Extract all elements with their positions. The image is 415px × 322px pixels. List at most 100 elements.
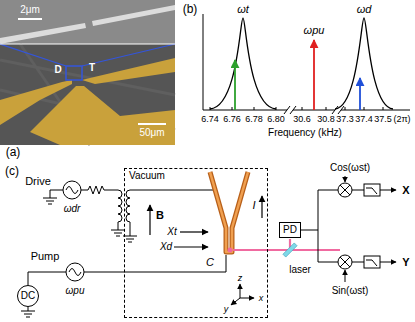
- panel-label: (c): [5, 165, 19, 179]
- drive-circuit: [81, 186, 118, 194]
- lock-in-demodulation: [345, 270, 346, 282]
- panel-label: (a): [6, 146, 21, 160]
- sem-inset: [18, 18, 42, 20]
- scale-label: 50μm: [139, 127, 164, 139]
- spectrum-axes: [203, 14, 410, 114]
- field-and-motion-arrows: [149, 205, 150, 235]
- frequency-arrows: [359, 78, 361, 110]
- resonance-peaks: [210, 18, 393, 109]
- unit-label: (2π): [393, 114, 410, 124]
- frequency-label: ωdr: [64, 203, 81, 215]
- field-and-motion-arrows: [150, 196, 262, 247]
- coordinate-axes: [231, 298, 240, 305]
- output-label: Y: [402, 256, 409, 269]
- lock-in-demodulation: [380, 190, 396, 191]
- pump-circuit: [21, 307, 35, 317]
- field-and-motion-arrows: [174, 246, 208, 247]
- displacement-label: Xt: [167, 226, 176, 238]
- resonance-peaks: [210, 18, 276, 109]
- optical-micrograph: [0, 44, 175, 66]
- tick-label: 37.5: [374, 114, 392, 124]
- tick-label: 6.76: [223, 114, 241, 124]
- frequency-arrows: [234, 60, 236, 110]
- lock-in-demodulation: [340, 185, 350, 195]
- laser-optics: [228, 239, 341, 257]
- lock-in-demodulation: [364, 184, 380, 196]
- coordinate-axes: [240, 298, 254, 299]
- tick-label: 6.78: [245, 114, 263, 124]
- lock-in-demodulation: [338, 183, 352, 197]
- laser-optics: [283, 243, 297, 257]
- tick-label: 37.4: [355, 114, 373, 124]
- axis-label: z: [238, 273, 243, 283]
- drive-circuit: [111, 190, 125, 236]
- sem-inset: [0, 23, 86, 44]
- scale-label: 2μm: [20, 4, 40, 16]
- resonator-electrodes: [210, 172, 248, 252]
- displacement-label: Xd: [160, 241, 172, 253]
- frequency-label: ωpu: [304, 24, 325, 37]
- vacuum-chamber: Vacuum: [124, 168, 268, 318]
- lock-in-demodulation: [366, 260, 377, 266]
- resonance-peaks: [335, 18, 393, 109]
- field-and-motion-arrows: [180, 231, 208, 232]
- optical-micrograph: [66, 66, 82, 80]
- spectrum-axes: [203, 14, 204, 110]
- resonator-electrodes: [210, 172, 248, 252]
- beam-label: laser: [289, 264, 311, 276]
- pump-circuit: [28, 272, 66, 285]
- drive-circuit: [43, 190, 63, 204]
- frequency-label: ωt: [237, 3, 249, 16]
- coordinate-axes: [231, 284, 254, 305]
- pump-circuit: [84, 255, 226, 272]
- source-label: Drive: [25, 175, 51, 188]
- field-and-motion-arrows: [261, 196, 262, 218]
- spectrum-axes: [210, 107, 383, 110]
- lock-in-demodulation: [340, 257, 350, 267]
- lock-in-demodulation: [338, 255, 352, 269]
- drive-circuit: [63, 181, 81, 199]
- lock-in-demodulation: [301, 176, 396, 282]
- tick-label: 30.8: [317, 114, 335, 124]
- optical-micrograph: [138, 123, 166, 125]
- output-label: X: [402, 184, 409, 197]
- tick-label: 6.74: [201, 114, 219, 124]
- node-text: PD: [283, 224, 297, 236]
- sem-inset: [0, 0, 175, 44]
- node-text: Vacuum: [129, 170, 165, 182]
- optical-micrograph: [0, 44, 175, 145]
- device-label: T: [89, 62, 95, 74]
- optical-micrograph: [82, 58, 175, 84]
- resonator-electrodes: [210, 172, 248, 252]
- frequency-label: ωpu: [66, 285, 85, 297]
- sem-inset: [0, 0, 175, 44]
- lock-in-demodulation: [364, 256, 380, 268]
- pump-circuit: [66, 263, 84, 281]
- reference-label: Cos(ωst): [330, 162, 370, 174]
- drive-circuit: [123, 190, 215, 242]
- laser-optics: [228, 248, 233, 253]
- capacitor-label: C: [206, 256, 214, 269]
- optical-micrograph: [0, 44, 175, 145]
- lock-in-demodulation: [301, 190, 338, 262]
- optical-micrograph: [30, 86, 175, 145]
- field-label: B: [156, 209, 164, 222]
- spectrum-axes: [203, 110, 410, 111]
- sem-inset: [92, 5, 175, 26]
- axis-label: y: [224, 304, 229, 314]
- tick-label: 37.3: [336, 114, 354, 124]
- frequency-arrows: [235, 40, 360, 110]
- coordinate-axes: [240, 284, 241, 298]
- tick-label: 6.80: [267, 114, 285, 124]
- photodetector-box: PD: [279, 222, 301, 238]
- source-label: Pump: [31, 250, 60, 263]
- dc-source-circle: DC: [17, 285, 39, 307]
- frequency-label: ωd: [357, 3, 372, 16]
- node-text: DC: [21, 290, 35, 302]
- drive-circuit: [66, 187, 78, 194]
- optical-micrograph: [0, 44, 175, 45]
- axis-label: x: [259, 293, 264, 303]
- reference-label: Sin(ωst): [332, 285, 369, 297]
